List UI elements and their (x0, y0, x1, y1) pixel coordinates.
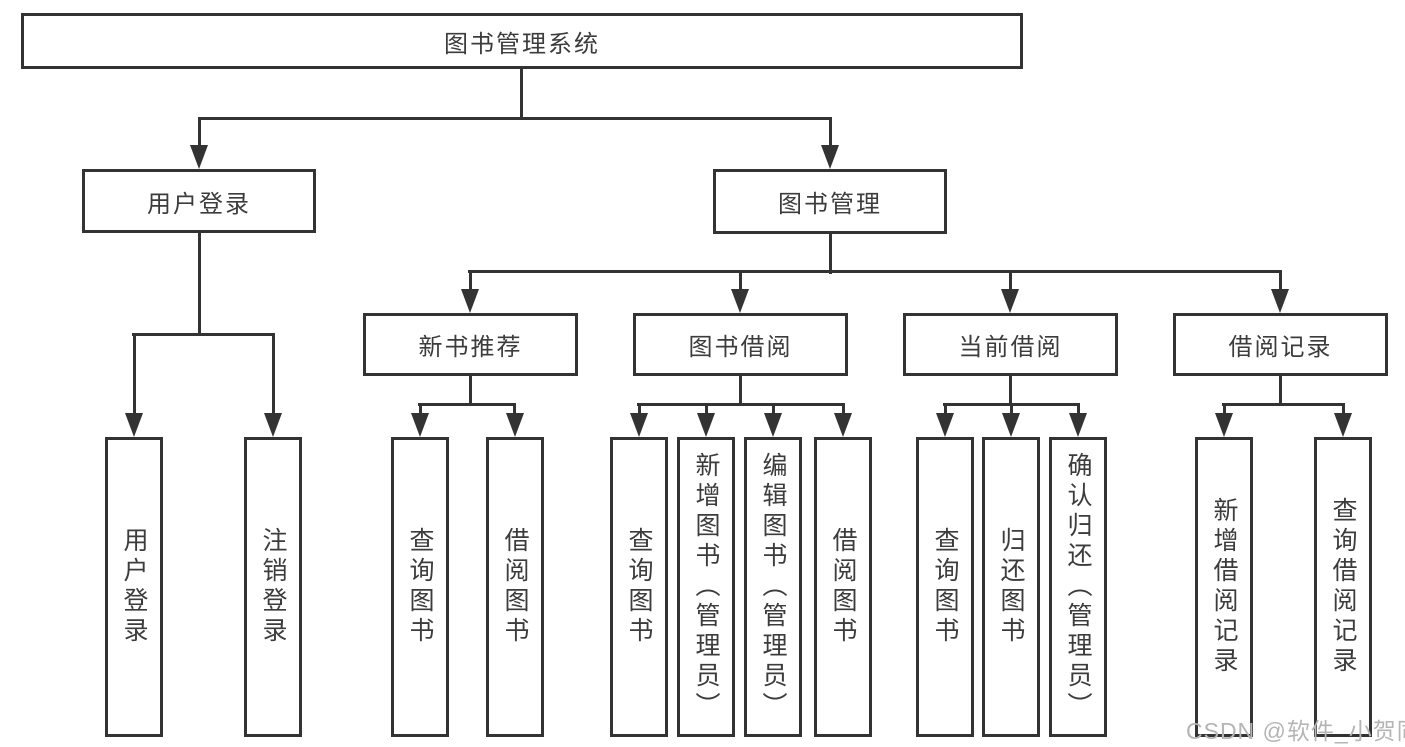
node-book-management-label: 图书管理 (778, 191, 882, 218)
leaf-logout: 注销登录 (244, 437, 302, 737)
arrowhead-icon (1069, 413, 1087, 437)
node-book-borrow-label: 图书借阅 (688, 334, 793, 361)
connector (469, 376, 472, 406)
node-root-label: 图书管理系统 (444, 30, 600, 58)
leaf-query-borrow-record: 查询借阅记录 (1314, 437, 1372, 737)
leaf-confirm-return-admin-label: 确认归还（管理员） (1064, 452, 1092, 722)
connector (198, 117, 832, 120)
node-current-borrow-label: 当前借阅 (958, 334, 1063, 361)
arrowhead-icon (506, 413, 524, 437)
arrowhead-icon (125, 413, 143, 437)
connector (1279, 376, 1282, 406)
connector (198, 233, 201, 335)
connector (739, 270, 742, 295)
arrowhead-icon (461, 289, 479, 313)
leaf-edit-book-admin: 编辑图书（管理员） (744, 437, 802, 737)
connector (419, 403, 422, 421)
leaf-query-books-current-label: 查询图书 (931, 527, 959, 647)
leaf-add-book-admin-label: 新增图书（管理员） (692, 452, 720, 722)
leaf-user-login-label: 用户登录 (120, 527, 148, 647)
connector (520, 69, 523, 120)
leaf-return-book-label: 归还图书 (997, 527, 1025, 647)
leaf-borrow-books-recommend-label: 借阅图书 (501, 527, 529, 647)
connector (705, 403, 708, 421)
leaf-return-book: 归还图书 (982, 437, 1040, 737)
arrowhead-icon (697, 413, 715, 437)
connector (132, 333, 275, 336)
connector (1223, 403, 1226, 421)
connector (468, 270, 1282, 273)
connector (1009, 376, 1012, 406)
arrowhead-icon (821, 145, 839, 169)
node-borrow-records: 借阅记录 (1173, 313, 1388, 376)
connector (1009, 270, 1012, 295)
arrowhead-icon (834, 413, 852, 437)
leaf-borrow-books: 借阅图书 (814, 437, 872, 737)
arrowhead-icon (411, 413, 429, 437)
leaf-edit-book-admin-label: 编辑图书（管理员） (759, 452, 787, 722)
leaf-user-login: 用户登录 (105, 437, 163, 737)
leaf-query-books-borrow-label: 查询图书 (625, 527, 653, 647)
node-borrow-records-label: 借阅记录 (1228, 334, 1333, 361)
node-user-login: 用户登录 (82, 169, 316, 233)
arrowhead-icon (731, 289, 749, 313)
node-user-login-label: 用户登录 (147, 190, 251, 218)
arrowhead-icon (1334, 413, 1352, 437)
connector (1077, 403, 1080, 421)
leaf-borrow-books-label: 借阅图书 (829, 527, 857, 647)
connector (418, 403, 516, 406)
arrowhead-icon (1001, 289, 1019, 313)
leaf-query-books-recommend-label: 查询图书 (406, 527, 434, 647)
leaf-borrow-books-recommend: 借阅图书 (486, 437, 544, 737)
node-new-book-recommend: 新书推荐 (363, 313, 578, 376)
connector (944, 403, 947, 421)
arrowhead-icon (936, 413, 954, 437)
leaf-add-borrow-record-label: 新增借阅记录 (1210, 497, 1238, 677)
node-book-borrow: 图书借阅 (633, 313, 848, 376)
connector (637, 403, 845, 406)
connector (829, 234, 832, 274)
csdn-watermark: CSDN @软件_小贺同学 (1186, 718, 1405, 744)
connector (198, 117, 201, 149)
connector (842, 403, 845, 421)
connector (1342, 403, 1345, 421)
arrowhead-icon (630, 413, 648, 437)
arrowhead-icon (1002, 413, 1020, 437)
connector (133, 333, 136, 420)
node-current-borrow: 当前借阅 (903, 313, 1118, 376)
leaf-query-books-current: 查询图书 (916, 437, 974, 737)
node-new-book-recommend-label: 新书推荐 (418, 334, 523, 361)
connector (272, 333, 275, 420)
connector (638, 403, 641, 421)
connector (513, 403, 516, 421)
leaf-query-books-recommend: 查询图书 (391, 437, 449, 737)
leaf-add-borrow-record: 新增借阅记录 (1195, 437, 1253, 737)
leaf-logout-label: 注销登录 (259, 527, 287, 647)
arrowhead-icon (764, 413, 782, 437)
connector (829, 117, 832, 149)
connector (1279, 270, 1282, 295)
leaf-query-borrow-record-label: 查询借阅记录 (1329, 497, 1357, 677)
arrowhead-icon (1215, 413, 1233, 437)
arrowhead-icon (1271, 289, 1289, 313)
connector (1222, 403, 1345, 406)
connector (469, 270, 472, 295)
leaf-add-book-admin: 新增图书（管理员） (677, 437, 735, 737)
connector (739, 376, 742, 406)
leaf-query-books-borrow: 查询图书 (610, 437, 668, 737)
leaf-confirm-return-admin: 确认归还（管理员） (1049, 437, 1107, 737)
node-book-management: 图书管理 (713, 169, 947, 234)
connector (772, 403, 775, 421)
node-root: 图书管理系统 (21, 13, 1023, 69)
connector (1010, 403, 1013, 421)
arrowhead-icon (264, 413, 282, 437)
arrowhead-icon (190, 145, 208, 169)
